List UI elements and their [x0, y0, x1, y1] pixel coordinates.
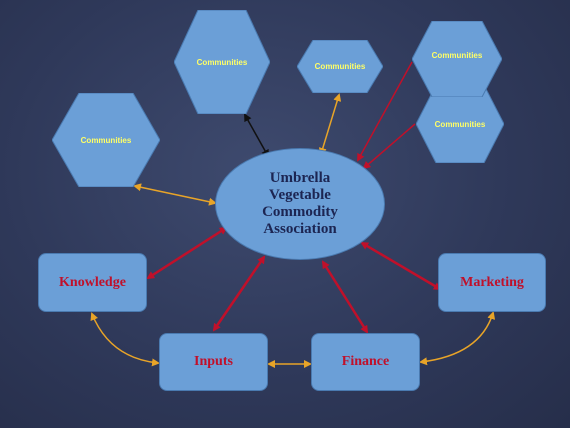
arrow-center-community-left — [133, 183, 217, 206]
center-line-3: Commodity — [262, 204, 338, 220]
arrow-knowledge-inputs — [90, 312, 160, 367]
arrow-community-right-upper-center — [357, 61, 413, 162]
arrow-center-community-top-right — [318, 93, 342, 156]
knowledge-node: Knowledge — [38, 253, 147, 312]
community-label: Communities — [80, 135, 132, 145]
community-label: Communities — [196, 57, 248, 67]
center-line-4: Association — [263, 221, 337, 237]
finance-node: Finance — [311, 333, 420, 391]
arrow-finance-marketing — [419, 311, 496, 366]
marketing-node: Marketing — [438, 253, 546, 312]
community-label: Communities — [434, 119, 486, 129]
center-line-1: Umbrella — [269, 170, 331, 186]
community-hexagon-top: Communities — [174, 10, 270, 114]
community-hexagon-top-right: Communities — [297, 40, 383, 93]
community-hexagon-left: Communities — [52, 93, 160, 187]
arrow-center-marketing — [360, 241, 442, 291]
community-hexagon-right-upper: Communities — [412, 21, 502, 97]
arrow-center-community-top — [244, 113, 269, 158]
community-label: Communities — [431, 51, 483, 60]
center-association-node: Umbrella Vegetable Commodity Association — [215, 148, 385, 260]
center-line-2: Vegetable — [269, 187, 331, 203]
arrow-center-finance — [321, 260, 369, 334]
arrow-center-inputs — [212, 255, 266, 332]
community-label: Communities — [314, 62, 366, 71]
arrow-center-knowledge — [146, 226, 228, 280]
arrow-community-right-lower-center — [362, 123, 416, 170]
community-hexagon-right-lower: Communities — [416, 85, 504, 163]
inputs-node: Inputs — [159, 333, 268, 391]
